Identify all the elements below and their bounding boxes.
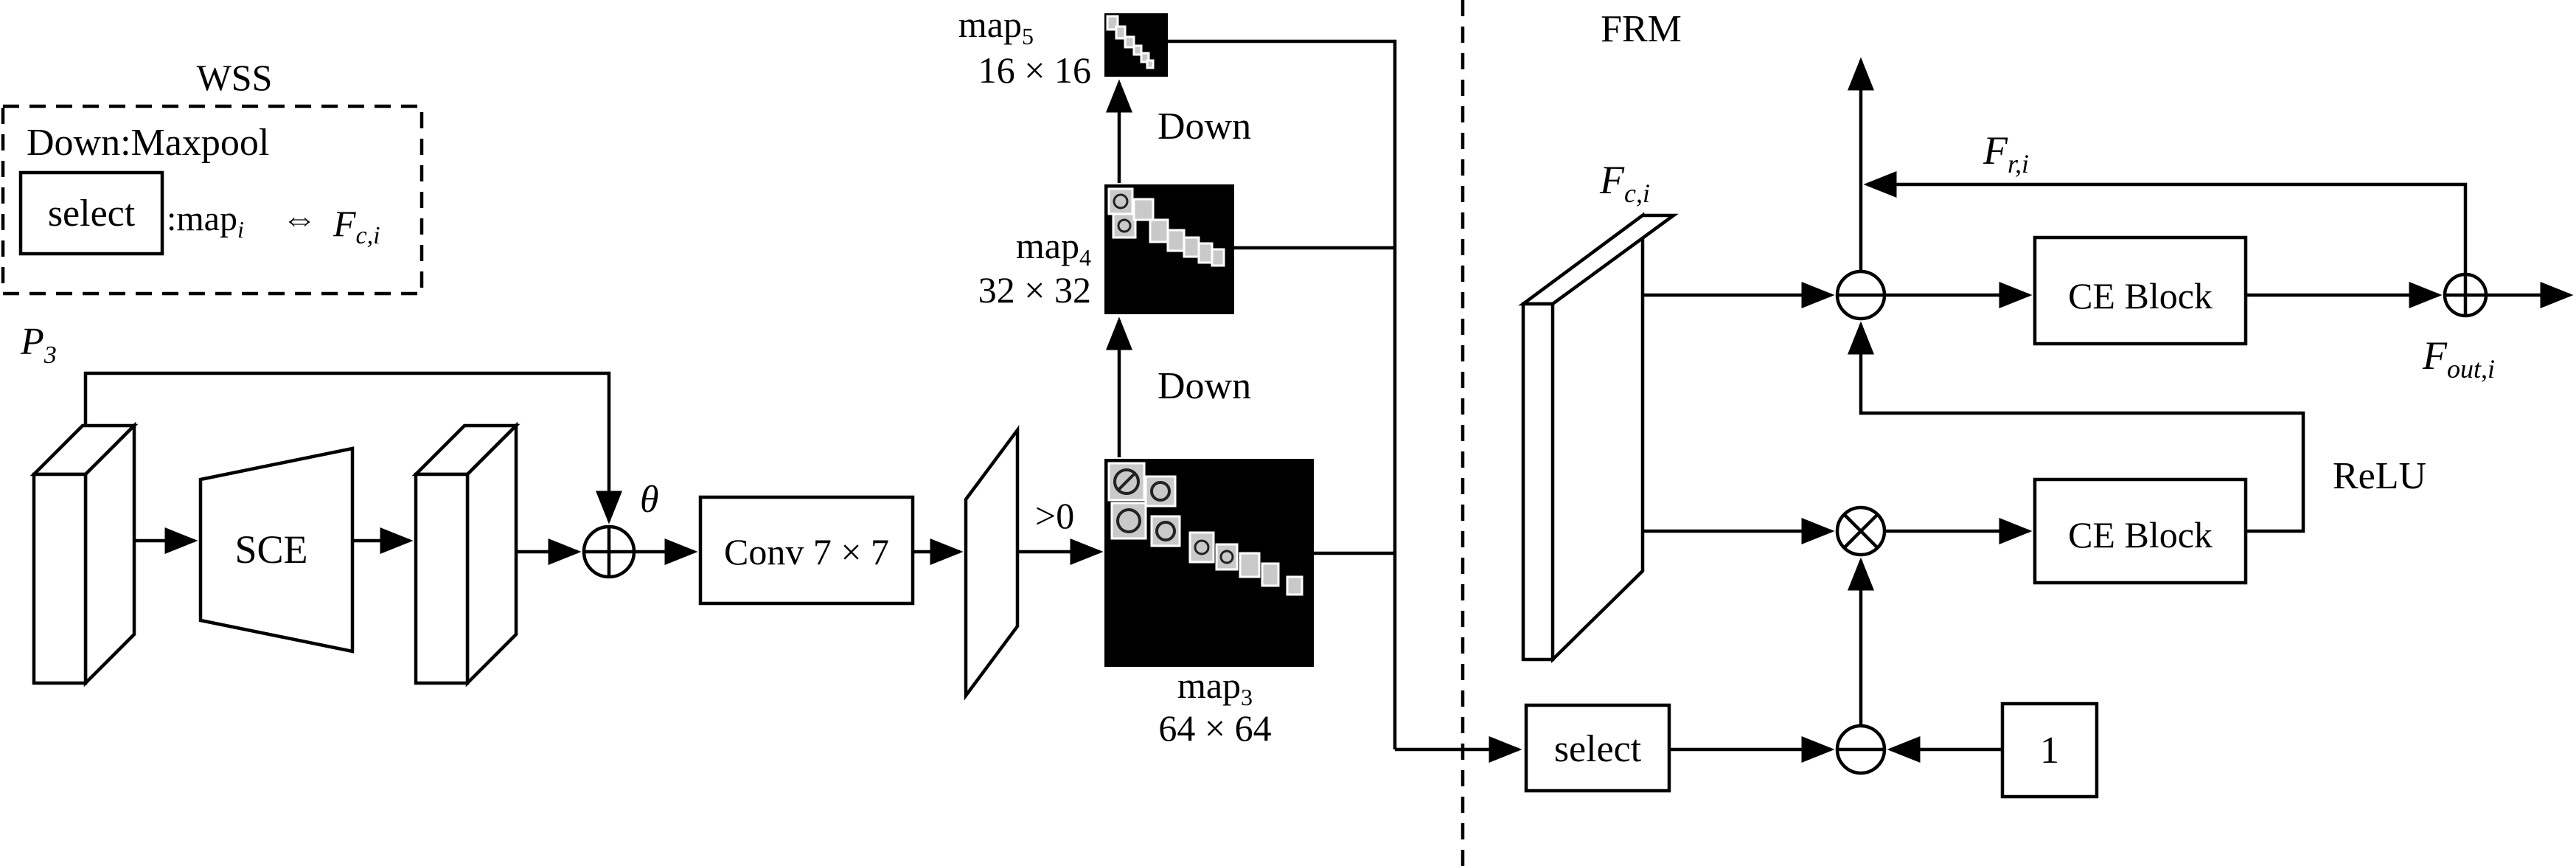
fr-label: Fr,i [1983, 128, 2029, 179]
legend-select-box [18, 170, 164, 256]
ce-block-top-label: CE Block [2068, 275, 2213, 316]
sce-label: SCE [234, 527, 307, 572]
map5-label: map5 [958, 4, 1034, 49]
theta-label: θ [640, 479, 659, 521]
map5-size: 16 × 16 [978, 49, 1091, 91]
fc-label: Fc,i [1599, 158, 1650, 208]
fout-label: Fout,i [2422, 333, 2495, 384]
multiply-circle-icon [1835, 505, 1887, 557]
relu-feedback-arrow [1848, 321, 2305, 533]
ce-block-bottom [2033, 477, 2248, 585]
map4-size: 32 × 32 [978, 269, 1091, 311]
legend-select-label: select [48, 193, 136, 235]
legend-map-text: :mapi [167, 199, 244, 243]
fc-feature-block [1518, 212, 1679, 663]
subtract-circle-bottom-icon [1835, 724, 1887, 775]
sce-module [198, 446, 355, 654]
map5-image [1104, 13, 1168, 77]
ce-block-top [2033, 235, 2248, 346]
conv-7x7-box [698, 495, 915, 606]
conv-label: Conv 7 × 7 [724, 531, 889, 572]
constant-one-label: 1 [2040, 730, 2059, 772]
gt-zero-label: >0 [1035, 495, 1074, 536]
add-circle-right-icon [2443, 272, 2488, 318]
subtract-circle-top-icon [1835, 269, 1887, 321]
map3-size: 64 × 64 [1158, 707, 1271, 749]
frm-title: FRM [1601, 8, 1682, 50]
wss-legend-frame [1, 104, 424, 296]
p3-label: P3 [20, 321, 57, 369]
map4-label: map4 [1016, 225, 1091, 271]
wss-down-text: Down:Maxpool [27, 122, 269, 164]
map-bus-line [1168, 39, 1397, 749]
left-pipeline: P3 SCE θ Conv 7 × 7 >0 [20, 321, 1104, 701]
ce-block-bottom-label: CE Block [2068, 514, 2213, 555]
wss-title: WSS [197, 57, 273, 98]
select-label: select [1554, 728, 1642, 770]
fr-feedback-arrow [1863, 171, 2468, 274]
map-pyramid: map5 16 × 16 map4 32 × 32 [958, 4, 1522, 763]
p3-feature-block [29, 421, 139, 687]
relu-label: ReLU [2333, 455, 2426, 497]
double-arrow-icon: ⇔ [282, 199, 317, 238]
add-circle-icon [582, 524, 636, 579]
sce-output-block [411, 421, 521, 687]
down-label-lower: Down [1158, 365, 1251, 407]
legend-fc-label: Fc,i [333, 203, 380, 249]
skip-connection-line [83, 371, 622, 524]
wss-legend: WSS Down:Maxpool select :mapi ⇔ Fc,i [1, 57, 424, 296]
down-label-upper: Down [1158, 105, 1251, 148]
frm-module: FRM Fc,i CE [1518, 8, 2574, 799]
map3-label: map3 [1177, 665, 1253, 710]
map4-image [1104, 184, 1234, 314]
attention-map-plane [964, 425, 1020, 701]
map3-image [1104, 459, 1314, 667]
